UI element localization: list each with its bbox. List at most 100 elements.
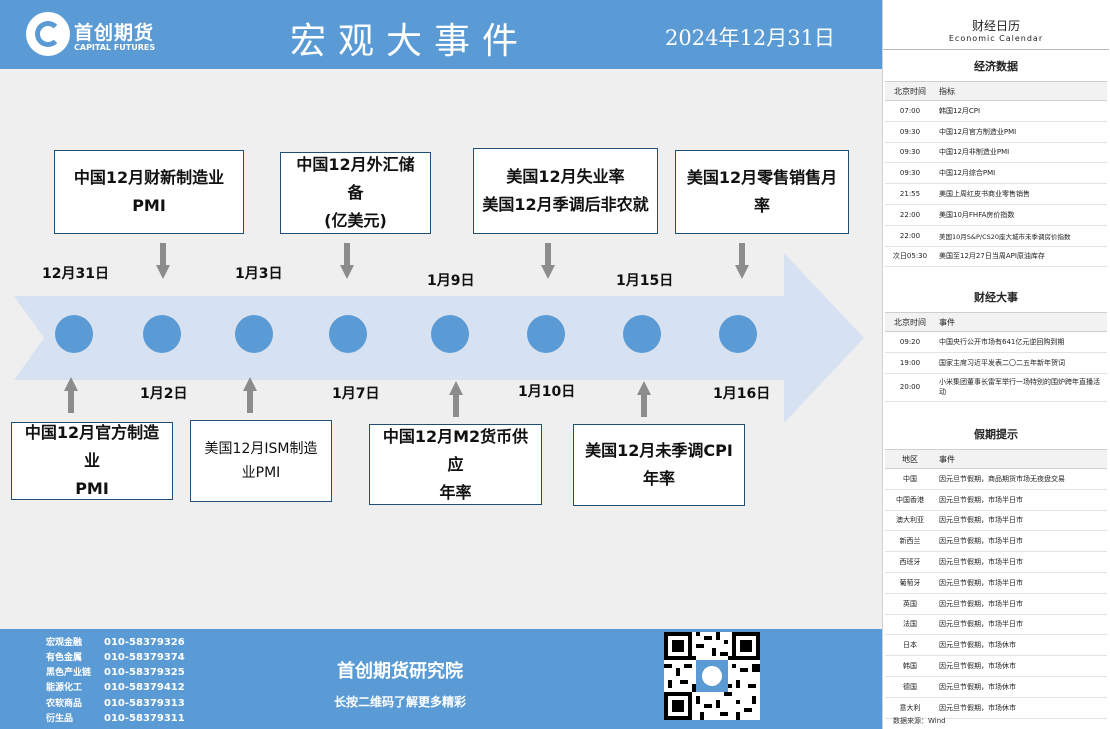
data-source-note: 数据来源：Wind: [893, 717, 946, 725]
event-box: 美国12月ISM制造 业PMI: [190, 420, 332, 502]
logo-name-en: CAPITAL FUTURES: [74, 43, 156, 52]
holiday-cell: 因元旦节假期，市场休市: [935, 697, 1107, 719]
region-cell: 新西兰: [885, 530, 935, 553]
contact-phone: 010-58379326: [104, 637, 185, 648]
time-cell: 21:55: [885, 183, 935, 205]
down-arrow-icon: [735, 243, 749, 279]
event-cell: 小米集团董事长雷军举行一场特别的围炉跨年直播活动: [935, 373, 1107, 402]
economic-data-title: 经济数据: [974, 60, 1018, 73]
indicator-cell: 美国10月FHFA房价指数: [935, 204, 1107, 226]
contact-phone: 010-58379325: [104, 667, 185, 678]
region-cell: 中国: [885, 468, 935, 490]
event-box: 中国12月外汇储备 (亿美元): [280, 152, 431, 234]
contact-dept: 有色金属: [46, 653, 83, 663]
contact-phone: 010-58379311: [104, 713, 185, 724]
time-cell: 19:00: [885, 352, 935, 374]
table-row: 意大利因元旦节假期，市场休市: [885, 697, 1107, 719]
financial-events-title: 财经大事: [974, 291, 1018, 304]
timeline-dot: [623, 315, 661, 353]
time-cell: 22:00: [885, 225, 935, 247]
region-cell: 中国香港: [885, 489, 935, 511]
event-box: 中国12月官方制造业 PMI: [11, 422, 173, 500]
indicator-cell: 美国至12月27日当周API原油库存: [935, 246, 1107, 268]
contact-phone: 010-58379374: [104, 652, 185, 663]
page-title: 宏观大事件: [289, 21, 530, 62]
region-cell: 澳大利亚: [885, 510, 935, 532]
up-arrow-icon: [637, 381, 651, 417]
region-cell: 日本: [885, 634, 935, 657]
contact-dept: 农软商品: [46, 699, 83, 709]
column-header: 指标: [935, 81, 1107, 101]
contact-row: 农软商品 010-58379313: [46, 696, 185, 709]
time-cell: 09:30: [885, 142, 935, 164]
event-box: 中国12月财新制造业 PMI: [54, 150, 244, 234]
time-cell: 次日05:30: [885, 246, 935, 268]
economic-calendar-panel: 财经日历 Economic Calendar 经济数据 北京时间指标 07:00…: [882, 0, 1110, 729]
up-arrow-icon: [243, 377, 257, 413]
contact-phone: 010-58379313: [104, 698, 185, 709]
table-row: 日本因元旦节假期，市场休市: [885, 634, 1107, 657]
contact-dept: 衍生品: [46, 714, 74, 724]
event-box: 美国12月未季调CPI 年率: [573, 424, 745, 506]
timeline-date: 1月3日: [235, 266, 283, 282]
calendar-title: 财经日历: [971, 19, 1020, 33]
region-cell: 法国: [885, 614, 935, 636]
qr-code-icon[interactable]: [664, 632, 760, 720]
up-arrow-icon: [64, 377, 78, 413]
logo-icon: [26, 12, 70, 56]
holiday-cell: 因元旦节假期，市场半日市: [935, 551, 1107, 573]
holiday-cell: 因元旦节假期，市场休市: [935, 655, 1107, 677]
table-row: 中国香港因元旦节假期，市场半日市: [885, 489, 1107, 511]
column-header: 北京时间: [885, 81, 935, 101]
timeline-date: 1月16日: [713, 386, 771, 402]
timeline-dot: [143, 315, 181, 353]
event-cell: 中国央行公开市场有641亿元逆回购到期: [935, 331, 1107, 353]
contact-row: 衍生品 010-58379311: [46, 711, 185, 724]
indicator-cell: 美国上周红皮书商业零售销售: [935, 183, 1107, 205]
timeline-dot: [235, 315, 273, 353]
region-cell: 英国: [885, 593, 935, 615]
time-cell: 09:30: [885, 121, 935, 143]
event-box: 美国12月零售销售月 率: [675, 150, 849, 234]
table-row: 德国因元旦节假期，市场休市: [885, 676, 1107, 698]
table-row: 新西兰因元旦节假期，市场半日市: [885, 530, 1107, 553]
calendar-subtitle: Economic Calendar: [948, 34, 1044, 43]
timeline-dot: [55, 315, 93, 353]
holiday-cell: 因元旦节假期，市场半日市: [935, 614, 1107, 636]
timeline-date: 1月7日: [332, 386, 380, 402]
holiday-cell: 因元旦节假期，市场半日市: [935, 593, 1107, 615]
region-cell: 西班牙: [885, 551, 935, 573]
table-row: 韩国因元旦节假期，市场休市: [885, 655, 1107, 677]
holiday-notice-title: 假期提示: [974, 428, 1018, 441]
region-cell: 意大利: [885, 697, 935, 719]
column-header: 事件: [935, 449, 1107, 469]
holiday-cell: 因元旦节假期，市场半日市: [935, 489, 1107, 511]
time-cell: 20:00: [885, 373, 935, 402]
down-arrow-icon: [541, 243, 555, 279]
time-cell: 09:30: [885, 162, 935, 185]
timeline-dot: [329, 315, 367, 353]
holiday-cell: 因元旦节假期，市场半日市: [935, 572, 1107, 594]
indicator-cell: 中国12月官方制造业PMI: [935, 121, 1107, 143]
timeline-dot: [431, 315, 469, 353]
divider: [883, 49, 1109, 50]
holiday-cell: 因元旦节假期，市场休市: [935, 676, 1107, 698]
table-row: 葡萄牙因元旦节假期，市场半日市: [885, 572, 1107, 594]
indicator-cell: 韩国12月CPI: [935, 100, 1107, 122]
event-box: 中国12月M2货币供应 年率: [369, 424, 542, 505]
holiday-notice-table: 地区事件 中国因元旦节假期，商品期货市场无夜盘交易 中国香港因元旦节假期，市场半…: [885, 449, 1107, 719]
table-row: 西班牙因元旦节假期，市场半日市: [885, 551, 1107, 573]
region-cell: 德国: [885, 676, 935, 698]
indicator-cell: 美国10月S&P/CS20座大城市未季调房价指数: [935, 225, 1107, 247]
table-row: 中国因元旦节假期，商品期货市场无夜盘交易: [885, 468, 1107, 490]
holiday-cell: 因元旦节假期，市场半日市: [935, 510, 1107, 532]
timeline-date: 1月15日: [616, 273, 674, 289]
contact-dept: 能源化工: [46, 683, 83, 693]
